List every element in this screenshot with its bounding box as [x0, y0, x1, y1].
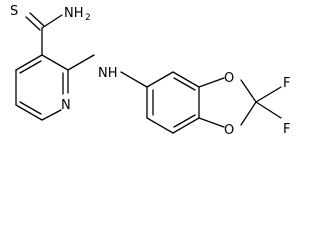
bond-b4-o-bottom	[198, 117, 225, 128]
bond-c-nh2	[41, 14, 63, 29]
bond-b5-b6	[146, 117, 174, 134]
bond-c4-c3	[15, 54, 43, 71]
bond-nh-c5prime	[120, 71, 148, 88]
amine-label: NH	[98, 66, 118, 81]
fluorine-bottom-label: F	[283, 122, 290, 137]
sulfur-label: S	[10, 4, 18, 19]
bond-c-s-double-b	[29, 12, 45, 27]
structure-canvas: S NH 2 NH N O O F F	[10, 4, 291, 138]
ring-nitrogen-label: N	[61, 98, 71, 113]
molecule-structure: S NH 2 NH N O O F F	[10, 4, 290, 138]
bond-o-bottom-cf2	[240, 101, 257, 126]
oxygen-top-label: O	[224, 71, 234, 86]
bond-b1-b2	[146, 71, 174, 88]
thioamide-group	[25, 12, 63, 56]
bond-c3-c2	[41, 54, 69, 71]
bond-c4-c3-inner	[19, 60, 42, 74]
amine-linker	[67, 54, 148, 88]
bond-o-top-cf2	[240, 79, 257, 103]
amide-h-count: 2	[85, 13, 91, 23]
bond-c6-c5-inner	[19, 101, 42, 115]
oxygen-bottom-label: O	[224, 123, 234, 138]
dioxole-ring	[198, 77, 282, 128]
bond-b4-b5	[172, 117, 200, 134]
bond-b3-o-top	[198, 77, 225, 88]
bond-c2-nh	[67, 54, 95, 71]
fluorine-top-label: F	[283, 76, 290, 91]
amide-nitrogen-label: NH	[64, 6, 84, 21]
bond-b2-b3-inner	[173, 77, 196, 91]
pyridine-ring	[15, 54, 69, 121]
bond-cf2-f-top	[255, 86, 282, 103]
bond-b2-b3	[172, 71, 200, 88]
bond-cf2-f-bottom	[255, 101, 282, 119]
bond-b4-b5-inner	[173, 114, 196, 128]
bond-c-s-double-a	[25, 16, 41, 31]
benzene-ring	[146, 71, 200, 134]
bond-c6-c5	[15, 104, 43, 121]
bond-n1-c6	[41, 109, 62, 121]
